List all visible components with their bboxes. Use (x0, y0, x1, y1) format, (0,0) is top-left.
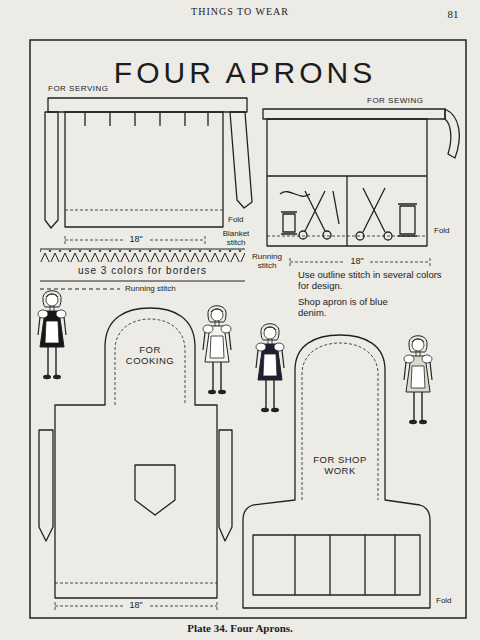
apron-line (45, 112, 58, 228)
apron-outline: FOR COOKING (35, 305, 235, 602)
running-stitch-line (40, 289, 120, 290)
apron-line (267, 119, 427, 246)
girl-figure (38, 291, 66, 379)
apron-line (299, 231, 331, 239)
girl-figure (203, 306, 231, 394)
zigzag-border (40, 250, 245, 262)
apron-line (48, 98, 247, 112)
apron-label: FOR SEWING (367, 96, 447, 105)
plate-frame (30, 40, 466, 618)
note-label: use 3 colors for borders (50, 265, 235, 277)
apron-line (263, 109, 445, 119)
note-label: 18" (124, 234, 148, 244)
apron-line (305, 191, 325, 231)
apron-line (243, 335, 430, 608)
apron-line (135, 465, 175, 515)
apron-line (356, 232, 392, 240)
note-label: Shop apron is of blue denim. (298, 297, 398, 319)
apron-line (398, 204, 417, 236)
apron-line (65, 112, 223, 227)
apron-line (445, 109, 459, 158)
apron-line (65, 210, 223, 211)
apron-line (39, 430, 53, 541)
apron-line (363, 188, 385, 232)
apron-line (219, 430, 232, 541)
apron-shape (255, 96, 465, 251)
note-label: Fold (228, 215, 254, 224)
note-label: Use outline stitch in several colors for… (298, 270, 448, 292)
note-label: Blanket stitch (214, 229, 258, 247)
note-label: 18" (345, 256, 369, 266)
note-label: Fold (436, 596, 464, 605)
apron-line (115, 319, 185, 405)
apron-line (253, 535, 420, 595)
girl-figure (256, 324, 284, 412)
apron-line (267, 176, 427, 246)
apron-shape (35, 305, 235, 602)
apron-outline: FOR SERVING (40, 82, 255, 242)
note-label: Fold (434, 226, 462, 235)
apron-line (230, 112, 252, 208)
apron-shape (40, 82, 255, 242)
note-label: Running stitch (246, 252, 288, 270)
plate-caption: Plate 34. Four Aprons. (40, 622, 440, 635)
border-lines (40, 249, 245, 281)
apron-label: FOR COOKING (122, 345, 178, 367)
apron-line (281, 212, 297, 234)
apron-outline: FOR SEWING (255, 96, 465, 251)
apron-line (295, 535, 395, 595)
page-title: FOUR APRONS (40, 56, 450, 91)
apron-line (55, 583, 217, 584)
apron-label: FOR SHOP WORK (309, 455, 371, 477)
note-label: Running stitch (125, 284, 205, 293)
note-label: 81 (438, 8, 468, 21)
apron-line (85, 113, 208, 126)
apron-outline: FOR SHOP WORK (235, 330, 435, 612)
note-label: 18" (124, 600, 148, 610)
note-label: THINGS TO WEAR (140, 6, 340, 18)
apron-line (280, 191, 339, 224)
apron-line (302, 343, 378, 500)
apron-line (55, 308, 217, 598)
girl-figure (404, 336, 432, 424)
